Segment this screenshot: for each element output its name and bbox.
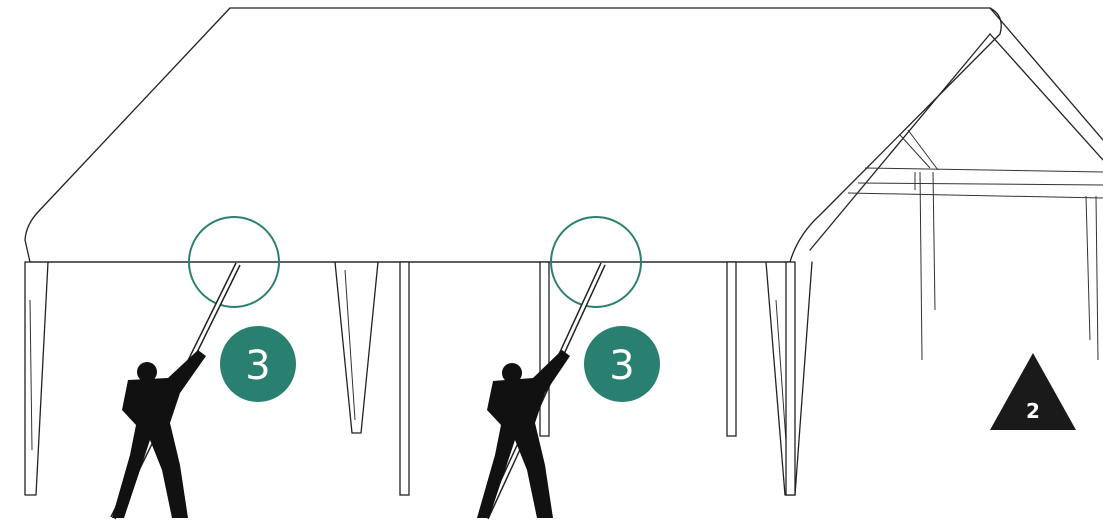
step-badge-right: 3 — [584, 326, 660, 402]
step-badge-left: 3 — [220, 326, 296, 402]
step-marker-label: 2 — [1026, 399, 1040, 423]
interior-frame — [848, 130, 1103, 360]
step-marker-triangle: 2 — [990, 353, 1076, 430]
step-badge-left-label: 3 — [245, 343, 270, 389]
person-with-pole-left — [112, 264, 238, 518]
step-badge-right-label: 3 — [609, 343, 634, 389]
canopy-roof — [25, 8, 1103, 262]
